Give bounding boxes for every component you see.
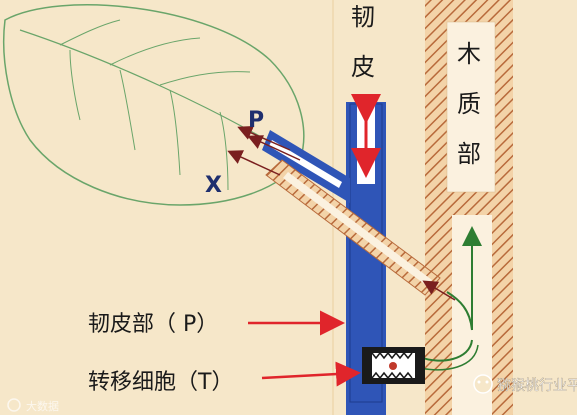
phloem-vertical-label-char-1: 韧 (351, 3, 375, 31)
watermark-left: 大数据 (7, 398, 59, 413)
xylem-branch-arrow (422, 280, 456, 301)
leaf (2, 4, 305, 206)
phloem-callout-label: 韧皮部（ P） (88, 312, 218, 337)
xylem-green-curve-lower-2 (419, 344, 479, 371)
watermark-right: 猕猴桃行业平台 (473, 374, 577, 394)
xylem-green-curve (446, 291, 473, 331)
watermark-left-text: 大数据 (26, 399, 59, 413)
phloem-branch-strip (269, 140, 342, 188)
xylem-vertical-label-char-1: 木 (457, 40, 481, 68)
phloem-vertical-label-char-2: 皮 (351, 53, 375, 81)
xylem-branch-strip (283, 172, 432, 286)
xylem-vertical-label-char-2: 质 (457, 90, 481, 118)
xylem-green-curve-lower (419, 339, 473, 362)
transfer-cell-callout-arrow (261, 361, 361, 387)
watermark-right-text: 猕猴桃行业平台 (497, 378, 577, 394)
xylem-label-box (446, 21, 496, 193)
transfer-cell (362, 347, 425, 384)
outflow-arrows (227, 125, 301, 176)
transfer-cell-callout-label: 转移细胞（T） (88, 370, 233, 395)
p-letter: P (248, 108, 264, 133)
x-letter: X (205, 173, 222, 198)
xylem-vertical-label-char-3: 部 (457, 140, 481, 168)
